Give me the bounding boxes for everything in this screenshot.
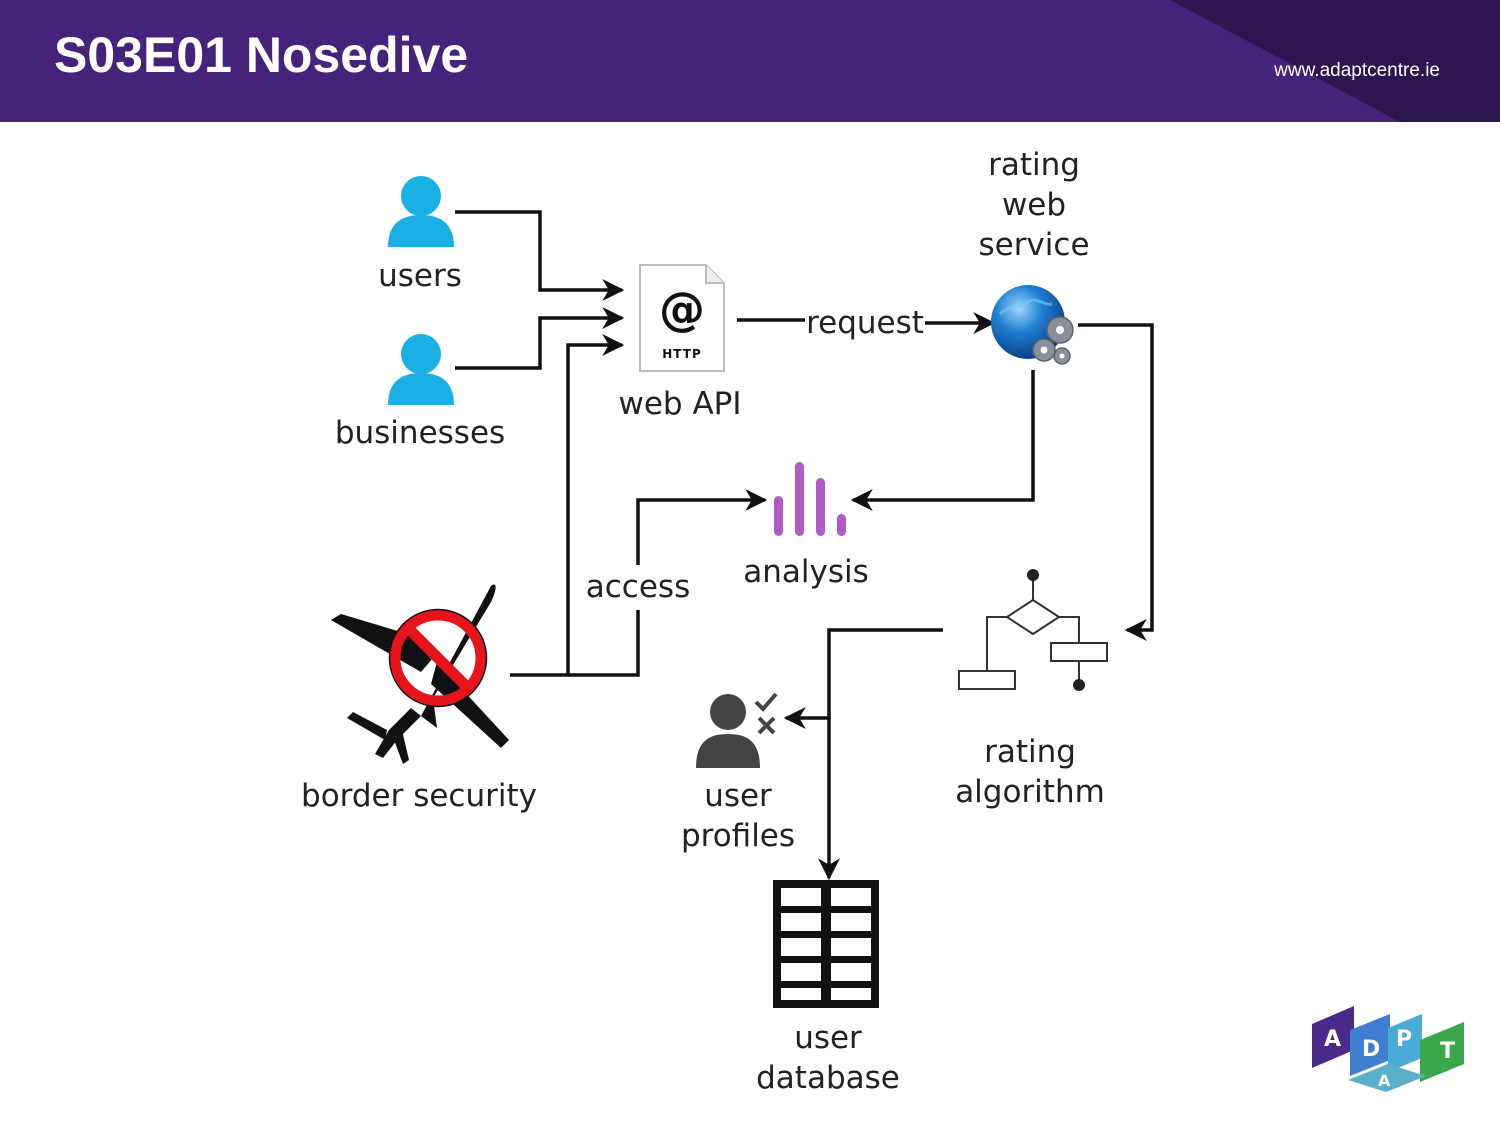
edge-users-webapi (455, 210, 625, 301)
businesses-person-icon (388, 334, 454, 405)
user-profiles-icon (696, 692, 778, 768)
rating-web-service-label: rating web service (978, 147, 1090, 263)
edge-service-algorithm (1078, 323, 1154, 641)
analysis-label: analysis (743, 554, 869, 590)
svg-text:@: @ (659, 282, 705, 336)
logo-letter-d: D (1362, 1037, 1380, 1062)
user-profiles-label: user profiles (680, 778, 796, 854)
logo-letter-t: T (1440, 1039, 1455, 1064)
http-document-icon: @ HTTP (639, 264, 725, 372)
edge-algorithm-database (818, 628, 943, 881)
users-person-icon (388, 176, 454, 247)
adapt-logo: A D P T A (1312, 1006, 1464, 1092)
rating-algorithm-label: rating algorithm (955, 734, 1105, 810)
businesses-label: businesses (334, 415, 506, 451)
user-database-label: user database (756, 1020, 900, 1096)
edge-border-webapi (510, 334, 625, 677)
airplane-prohibited-icon (331, 584, 509, 764)
border-security-label: border security (301, 778, 537, 814)
website-url: www.adaptcentre.ie (1274, 60, 1440, 81)
flowchart-algorithm-icon (958, 569, 1108, 691)
web-api-label: web API (618, 386, 742, 422)
users-label: users (378, 258, 462, 294)
edge-businesses-webapi (455, 307, 625, 370)
analysis-bar-chart-icon (774, 462, 846, 536)
http-icon-text: HTTP (662, 347, 701, 361)
logo-letter-a: A (1324, 1027, 1341, 1052)
globe-gears-icon (991, 285, 1074, 365)
title-bar: S03E01 Nosedive www.adaptcentre.ie (0, 0, 1500, 122)
access-edge-label: access (585, 569, 691, 605)
logo-letter-p: P (1396, 1027, 1412, 1052)
slide-title: S03E01 Nosedive (54, 27, 469, 83)
edge-access-upper (636, 489, 768, 565)
request-edge-label: request (806, 305, 924, 341)
database-table-icon (773, 880, 879, 1008)
edge-service-analysis (850, 370, 1035, 511)
edge-access-lower (568, 610, 640, 677)
logo-letter-a2: A (1378, 1071, 1391, 1090)
